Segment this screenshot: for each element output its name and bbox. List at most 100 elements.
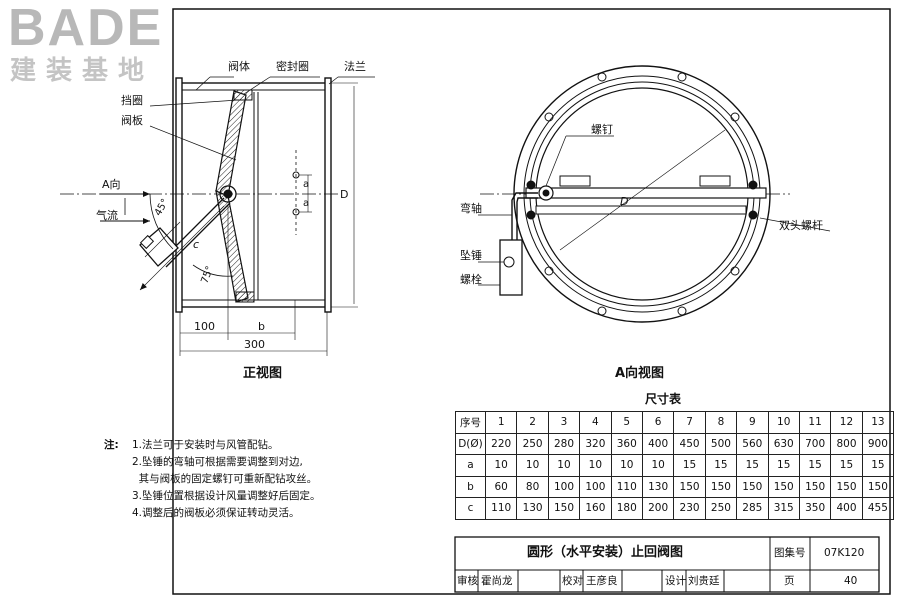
label-stud: 双头螺杆 bbox=[779, 218, 823, 232]
page-number: 40 bbox=[844, 575, 858, 587]
label-dim-300: 300 bbox=[244, 338, 265, 351]
seal-ring-top bbox=[233, 89, 253, 101]
table-cell: 400 bbox=[641, 432, 675, 455]
title-block: 圆形（水平安装）止回阀图 图集号 07K120 审核 霍尚龙 校对 王彦良 设计… bbox=[455, 537, 879, 592]
table-cell: 200 bbox=[641, 497, 675, 520]
label-dim-100: 100 bbox=[194, 320, 215, 333]
label-stop-ring: 挡圈 bbox=[121, 93, 143, 107]
label-bent-shaft: 弯轴 bbox=[460, 201, 482, 215]
label-dim-D: D bbox=[340, 188, 348, 201]
table-cell: 100 bbox=[547, 475, 581, 498]
table-row: a 10 10 10 10 10 10 15 15 15 15 15 15 15 bbox=[455, 454, 895, 477]
label-angle-45: 45° bbox=[153, 197, 171, 218]
table-cell: 180 bbox=[610, 497, 643, 520]
table-cell: 455 bbox=[861, 497, 895, 520]
table-cell: 15 bbox=[736, 454, 769, 477]
weight bbox=[499, 239, 523, 296]
a-view-title: A向视图 bbox=[615, 365, 664, 381]
label-body: 阀体 bbox=[228, 59, 250, 73]
table-cell: 10 bbox=[767, 411, 800, 434]
table-cell: 560 bbox=[736, 432, 769, 455]
brand-subtitle: 建装基地 bbox=[10, 56, 155, 86]
table-cell: 10 bbox=[484, 454, 518, 477]
table-cell: 15 bbox=[861, 454, 895, 477]
table-cell: 10 bbox=[516, 454, 549, 477]
dimension-table: 序号 1 2 3 4 5 6 7 8 9 10 11 12 13 D(Ø) 22… bbox=[455, 411, 895, 520]
table-cell: 130 bbox=[641, 475, 675, 498]
table-cell: 5 bbox=[610, 411, 643, 434]
stud-bar bbox=[535, 205, 747, 215]
brand-logo: BADE bbox=[8, 0, 164, 57]
table-cell: 700 bbox=[798, 432, 832, 455]
table-cell: D(Ø) bbox=[455, 432, 486, 455]
table-cell: 10 bbox=[579, 454, 612, 477]
label-dim-a2: a bbox=[303, 198, 309, 209]
table-header-row: 序号 1 2 3 4 5 6 7 8 9 10 11 12 13 bbox=[455, 411, 895, 434]
table-cell: 15 bbox=[798, 454, 832, 477]
table-cell: 12 bbox=[830, 411, 863, 434]
table-cell: 110 bbox=[610, 475, 643, 498]
table-cell: 315 bbox=[767, 497, 800, 520]
flange-bolt-hole bbox=[677, 306, 687, 316]
check-label: 校对 bbox=[562, 575, 583, 587]
note-item: 3.坠锤位置根据设计风量调整好后固定。 bbox=[132, 490, 321, 502]
page-label: 页 bbox=[784, 575, 795, 587]
shaft bbox=[525, 187, 767, 199]
title-block-frame bbox=[454, 536, 880, 593]
table-cell: 6 bbox=[641, 411, 675, 434]
table-row: b 60 80 100 100 110 130 150 150 150 150 … bbox=[455, 475, 895, 498]
table-cell: 320 bbox=[579, 432, 612, 455]
table-cell: 150 bbox=[673, 475, 706, 498]
label-bolt: 螺栓 bbox=[460, 272, 482, 286]
table-cell: 250 bbox=[704, 497, 738, 520]
table-cell: 4 bbox=[579, 411, 612, 434]
checker-name: 王彦良 bbox=[586, 575, 618, 587]
table-cell: 285 bbox=[736, 497, 769, 520]
designer-name: 刘贵廷 bbox=[688, 575, 720, 587]
flange-bolt-hole bbox=[544, 266, 554, 276]
flange-bolt-hole bbox=[730, 112, 740, 122]
table-cell: 15 bbox=[767, 454, 800, 477]
table-cell: 150 bbox=[736, 475, 769, 498]
table-row: D(Ø) 220 250 280 320 360 400 450 500 560… bbox=[455, 432, 895, 455]
table-cell: 230 bbox=[673, 497, 706, 520]
note-item: 1.法兰可于安装时与风管配钻。 bbox=[132, 439, 279, 451]
table-cell: 160 bbox=[579, 497, 612, 520]
table-cell: 150 bbox=[861, 475, 895, 498]
front-view-title: 正视图 bbox=[243, 365, 282, 381]
label-dim-c: c bbox=[193, 238, 199, 251]
table-cell: 13 bbox=[861, 411, 895, 434]
label-dim-b: b bbox=[258, 320, 265, 333]
table-cell: 10 bbox=[547, 454, 581, 477]
table-cell: 10 bbox=[610, 454, 643, 477]
table-cell: 130 bbox=[516, 497, 549, 520]
label-a-view-D: D bbox=[620, 195, 628, 208]
notes-lead: 注: bbox=[104, 439, 119, 451]
flange-bolt-hole bbox=[730, 266, 740, 276]
table-cell: 900 bbox=[861, 432, 895, 455]
table-cell: a bbox=[455, 454, 486, 477]
label-valve-plate: 阀板 bbox=[121, 113, 143, 127]
flange-bolt-hole bbox=[597, 72, 607, 82]
label-weight: 坠锤 bbox=[460, 248, 482, 262]
drawing-title: 圆形（水平安装）止回阀图 bbox=[527, 545, 684, 560]
table-cell: 15 bbox=[704, 454, 738, 477]
table-cell: 450 bbox=[673, 432, 706, 455]
design-label: 设计 bbox=[665, 575, 686, 587]
notes-block: 注:1.法兰可于安装时与风管配钻。 2.坠锤的弯轴可根据需要调整到对边, 其与阀… bbox=[104, 437, 321, 522]
review-label: 审核 bbox=[457, 575, 478, 587]
table-cell: 350 bbox=[798, 497, 832, 520]
table-cell: 220 bbox=[484, 432, 518, 455]
table-cell: 630 bbox=[767, 432, 800, 455]
label-seal: 密封圈 bbox=[276, 59, 309, 73]
table-cell: c bbox=[455, 497, 486, 520]
table-cell: 3 bbox=[547, 411, 581, 434]
table-cell: 80 bbox=[516, 475, 549, 498]
table-cell: 250 bbox=[516, 432, 549, 455]
table-cell: 60 bbox=[484, 475, 518, 498]
dim-table-title: 尺寸表 bbox=[645, 391, 682, 406]
table-cell: 100 bbox=[579, 475, 612, 498]
label-dim-a1: a bbox=[303, 179, 309, 190]
label-airflow: 气流 bbox=[96, 208, 118, 222]
